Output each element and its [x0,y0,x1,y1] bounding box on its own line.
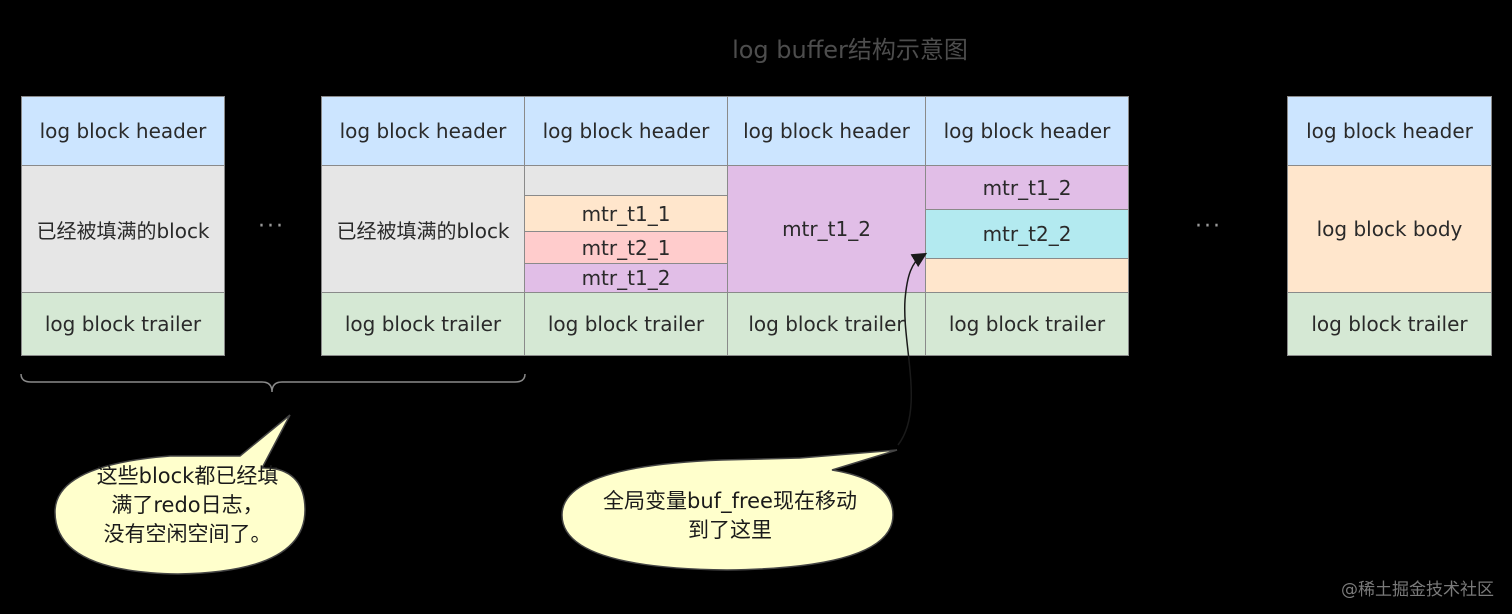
block4-trailer: log block trailer [727,292,926,356]
block5-trailer: log block trailer [925,292,1129,356]
block3-mtr-t1-1: mtr_t1_1 [524,195,728,232]
ellipsis-left: ··· [258,214,285,239]
block3-header: log block header [524,96,728,166]
callout-bubble-filled [54,414,306,575]
buf-free-pointer-arrow [897,252,928,446]
block4-mtr-t1-2: mtr_t1_2 [727,165,926,293]
callout-bubble-buf-free [561,449,898,571]
block5-free-space [925,258,1129,293]
block1-body: 已经被填满的block [21,165,225,293]
block2-trailer: log block trailer [321,292,525,356]
block5-mtr-t1-2: mtr_t1_2 [925,165,1129,210]
callout-buf-free-text: 全局变量buf_free现在移动 到了这里 [603,489,857,542]
block1-trailer: log block trailer [21,292,225,356]
block3-mtr-t2-1: mtr_t2_1 [524,231,728,264]
diagram-title: log buffer结构示意图 [732,36,968,64]
callout-filled-text: 这些block都已经填 满了redo日志， 没有空闲空间了。 [96,464,279,546]
block5-header: log block header [925,96,1129,166]
ellipsis-right: ··· [1195,214,1222,239]
block2-header: log block header [321,96,525,166]
curly-brace [20,373,526,393]
block6-trailer: log block trailer [1287,292,1492,356]
block6-body: log block body [1287,165,1492,293]
block3-trailer: log block trailer [524,292,728,356]
watermark: @稀土掘金技术社区 [1341,580,1494,600]
block3-mtr-t1-2: mtr_t1_2 [524,263,728,293]
block6-header: log block header [1287,96,1492,166]
block1-header: log block header [21,96,225,166]
